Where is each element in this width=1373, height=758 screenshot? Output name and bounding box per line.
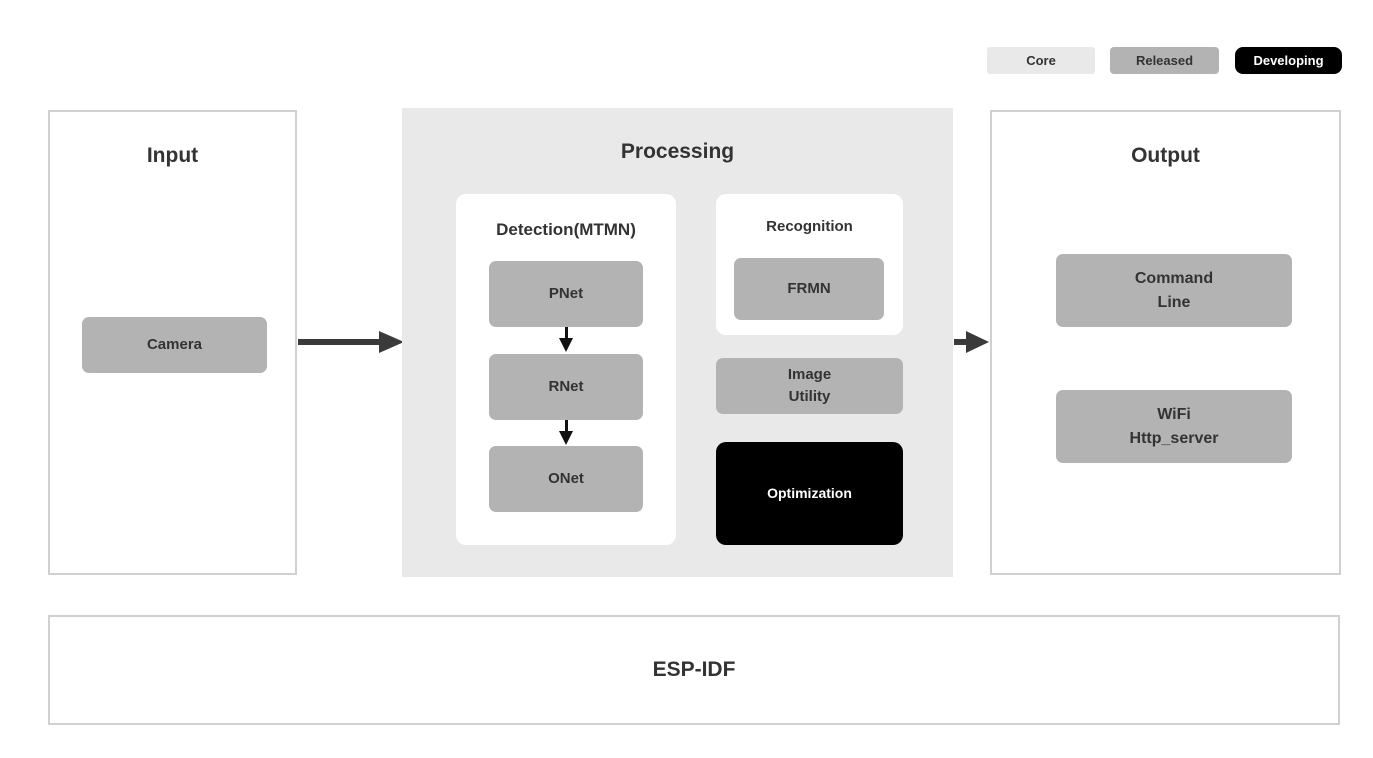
rnet-to-onet-arrow-line — [565, 420, 568, 433]
processing-to-output-arrow-line — [954, 339, 970, 345]
output-section-title: Output — [1131, 144, 1200, 167]
optimization-node: Optimization — [716, 442, 903, 545]
detection-panel: Detection(MTMN) PNet RNet ONet — [456, 194, 676, 545]
output-section: Output Command Line WiFi Http_server — [990, 110, 1341, 575]
detection-panel-title: Detection(MTMN) — [496, 220, 636, 239]
legend-item-developing: Developing — [1235, 47, 1342, 74]
rnet-to-onet-arrow-head — [559, 431, 573, 445]
processing-section-title: Processing — [620, 140, 735, 163]
processing-section: Processing Detection(MTMN) PNet RNet ONe… — [402, 108, 953, 577]
command-line-node: Command Line — [1056, 254, 1292, 327]
esp-idf-section: ESP-IDF — [48, 615, 1340, 725]
recognition-panel: Recognition FRMN — [716, 194, 903, 335]
pnet-node: PNet — [489, 261, 643, 327]
command-line-line2: Line — [1157, 293, 1191, 311]
image-utility-node: Image Utility — [716, 358, 903, 414]
wifi-line1: WiFi — [1157, 406, 1191, 424]
input-to-processing-arrow-line — [298, 339, 381, 345]
processing-to-output-arrow-head — [966, 331, 989, 353]
wifi-http-server-node: WiFi Http_server — [1056, 390, 1292, 463]
image-utility-line2: Utility — [788, 388, 831, 405]
image-utility-line1: Image — [787, 366, 832, 384]
camera-node: Camera — [82, 317, 267, 373]
legend-item-core: Core — [987, 47, 1095, 74]
rnet-node: RNet — [489, 354, 643, 420]
recognition-panel-title: Recognition — [766, 218, 853, 235]
esp-idf-title: ESP-IDF — [652, 658, 736, 681]
command-line-line1: Command — [1134, 270, 1214, 288]
input-to-processing-arrow-head — [379, 331, 404, 353]
pnet-to-rnet-arrow-line — [565, 327, 568, 340]
wifi-line2: Http_server — [1129, 429, 1219, 447]
onet-node: ONet — [489, 446, 643, 512]
input-section: Input Camera — [48, 110, 297, 575]
pnet-to-rnet-arrow-head — [559, 338, 573, 352]
input-section-title: Input — [146, 144, 199, 167]
legend-item-released: Released — [1110, 47, 1219, 74]
frmn-node: FRMN — [734, 258, 884, 320]
